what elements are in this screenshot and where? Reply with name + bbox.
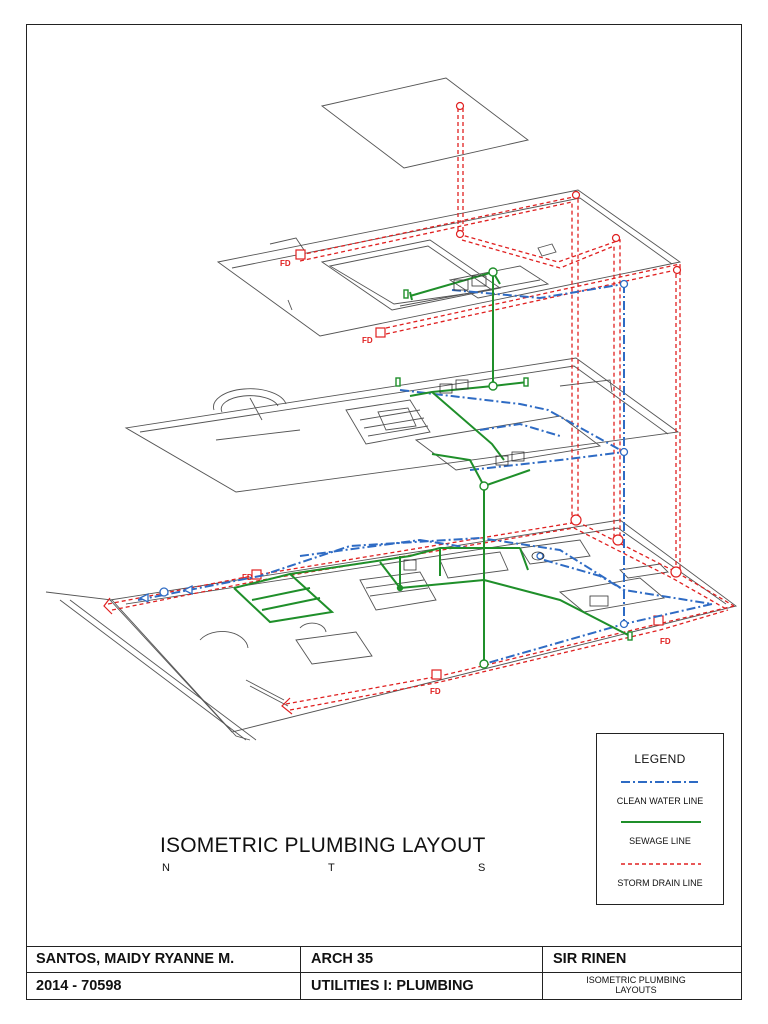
clean-water-lines bbox=[137, 283, 713, 665]
storm-drain-fittings bbox=[103, 101, 682, 715]
plumbing-fixtures bbox=[403, 275, 609, 607]
student-name: SANTOS, MAIDY RYANNE M. bbox=[36, 951, 235, 967]
floor-drain-label: FD bbox=[242, 573, 253, 582]
clean-water-fittings bbox=[138, 279, 629, 629]
legend-label: CLEAN WATER LINE bbox=[616, 796, 704, 806]
floor-drain-label: FD bbox=[280, 259, 291, 268]
legend-title: LEGEND bbox=[634, 752, 686, 766]
instructor-name: SIR RINEN bbox=[553, 951, 627, 967]
title-block-divider bbox=[542, 946, 543, 1000]
roof-plane bbox=[320, 77, 530, 169]
nts-letter-n: N bbox=[162, 862, 170, 874]
legend-item-sewage: SEWAGE LINE bbox=[597, 816, 723, 854]
drawing-sheet-border bbox=[26, 24, 742, 1000]
floor-drain-label: FD bbox=[430, 687, 441, 696]
title-block-divider bbox=[300, 946, 301, 1000]
subject-name: UTILITIES I: PLUMBING bbox=[311, 978, 474, 994]
clean-water-swatch bbox=[621, 781, 701, 783]
storm-drain-swatch bbox=[621, 863, 701, 865]
title-block: SANTOS, MAIDY RYANNE M. 2014 - 70598 ARC… bbox=[26, 946, 742, 1000]
title-block-top-rule bbox=[26, 946, 742, 948]
floor-drain-label: FD bbox=[660, 637, 671, 646]
course-code: ARCH 35 bbox=[311, 951, 374, 967]
sewage-swatch bbox=[621, 821, 701, 823]
ground-floor-plan bbox=[45, 519, 738, 741]
nts-letter-t: T bbox=[328, 862, 335, 874]
legend-label: SEWAGE LINE bbox=[629, 836, 691, 846]
sheet-title: ISOMETRIC PLUMBING LAYOUTS bbox=[586, 975, 686, 995]
title-block-middle-rule bbox=[26, 972, 742, 973]
floor-drain-labels: FD FD FD FD FD bbox=[242, 259, 671, 696]
drawing-title: ISOMETRIC PLUMBING LAYOUT bbox=[160, 834, 486, 857]
legend: LEGEND CLEAN WATER LINE SEWAGE LINE STOR… bbox=[596, 733, 724, 905]
middle-floor-plan bbox=[124, 357, 680, 493]
nts-letter-s: S bbox=[478, 862, 486, 874]
floor-drain-label: FD bbox=[362, 336, 373, 345]
student-id: 2014 - 70598 bbox=[36, 978, 122, 994]
sewage-fittings bbox=[395, 267, 633, 669]
legend-label: STORM DRAIN LINE bbox=[617, 878, 703, 888]
sewage-lines bbox=[233, 270, 631, 664]
legend-item-storm-drain: STORM DRAIN LINE bbox=[597, 858, 723, 896]
legend-item-clean-water: CLEAN WATER LINE bbox=[597, 774, 723, 812]
